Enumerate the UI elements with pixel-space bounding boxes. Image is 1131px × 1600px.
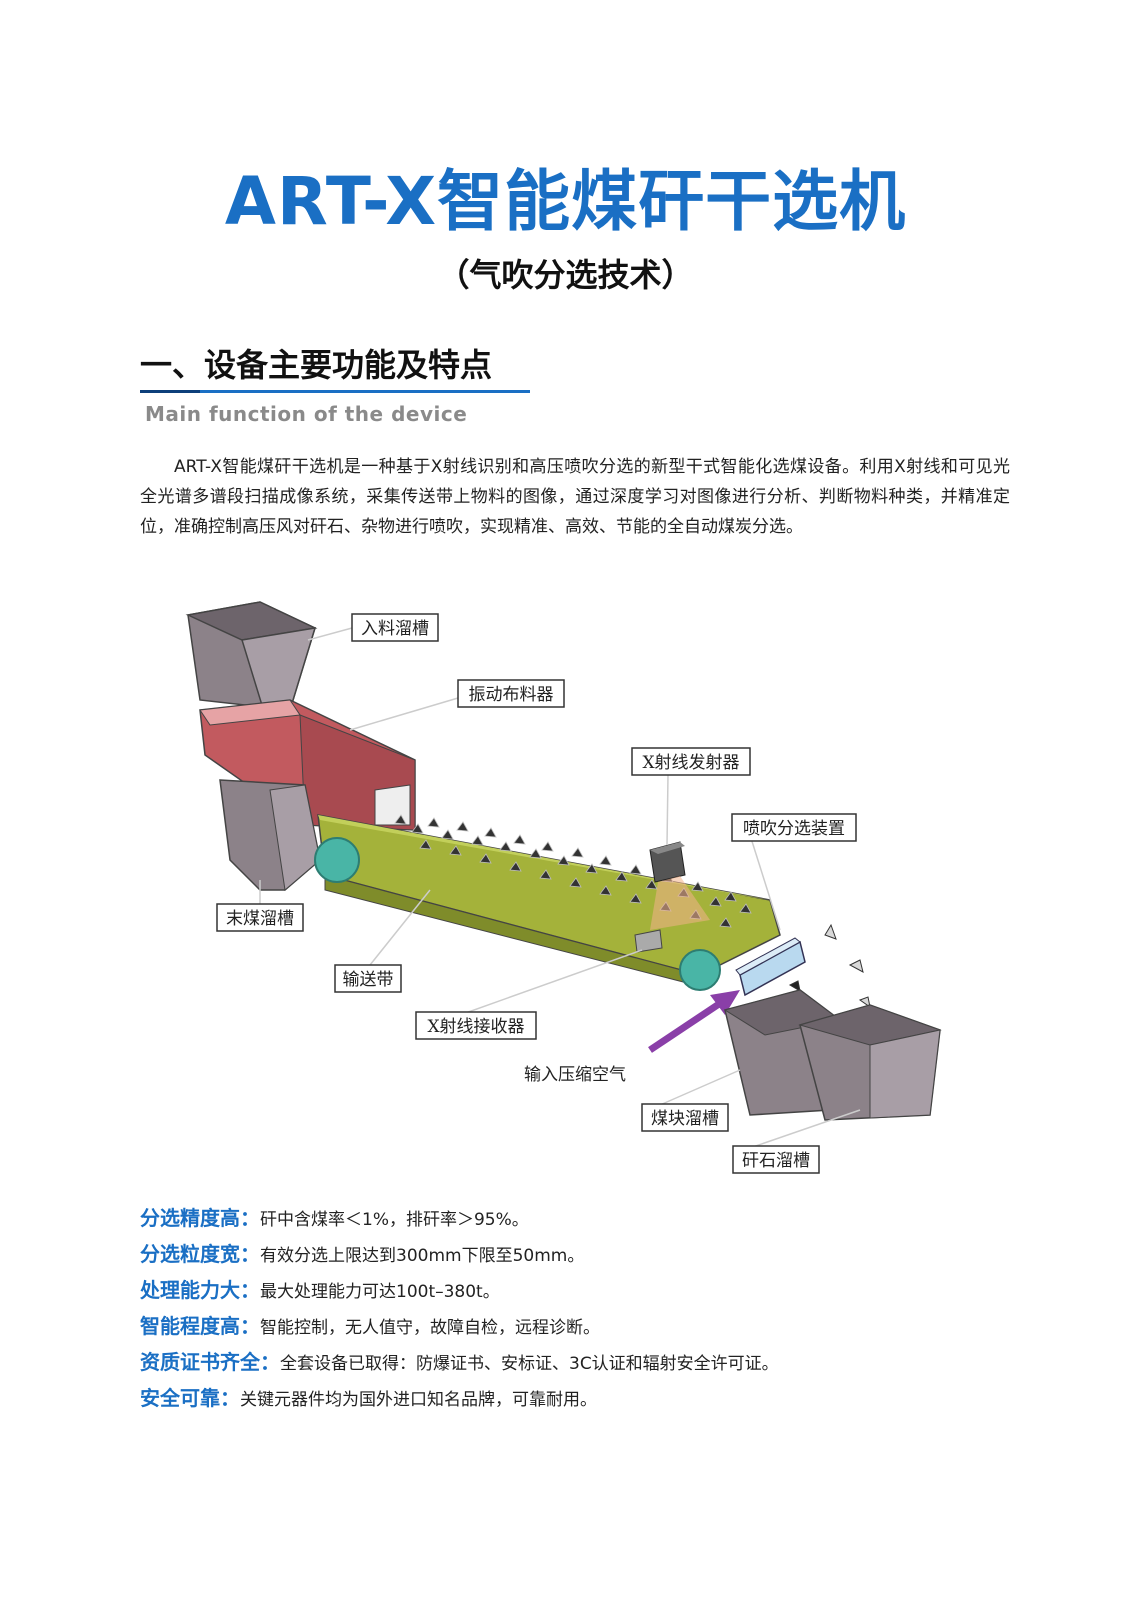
label-vibrating-feeder: 振动布料器 xyxy=(457,679,565,708)
xray-emitter xyxy=(649,841,710,930)
feature-key: 智能程度高： xyxy=(140,1314,260,1338)
svg-text:振动布料器: 振动布料器 xyxy=(469,685,554,705)
feature-value: 有效分选上限达到300mm下限至50mm。 xyxy=(260,1246,585,1266)
svg-text:喷吹分选装置: 喷吹分选装置 xyxy=(743,819,845,839)
feature-value: 矸中含煤率＜1%，排矸率＞95%。 xyxy=(260,1210,529,1230)
feature-item: 资质证书齐全：全套设备已取得：防爆证书、安标证、3C认证和辐射安全许可证。 xyxy=(140,1344,1040,1380)
feed-hopper xyxy=(185,601,318,716)
section-underline-accent xyxy=(140,390,200,393)
feature-item: 分选粒度宽：有效分选上限达到300mm下限至50mm。 xyxy=(140,1236,1040,1272)
feature-value: 智能控制，无人值守，故障自检，远程诊断。 xyxy=(260,1318,600,1338)
svg-text:输入压缩空气: 输入压缩空气 xyxy=(524,1065,626,1085)
svg-text:末煤溜槽: 末煤溜槽 xyxy=(226,909,294,929)
label-compressed-air: 输入压缩空气 xyxy=(524,1065,626,1085)
svg-text:入料溜槽: 入料溜槽 xyxy=(361,619,429,639)
label-xray-receiver: X射线接收器 xyxy=(415,1011,537,1040)
coal-particles xyxy=(394,814,752,928)
blowing-nozzle xyxy=(735,937,806,997)
conveyor-rollers xyxy=(314,837,721,991)
feature-value: 最大处理能力可达100t–380t。 xyxy=(260,1282,500,1302)
page-title: ART-X智能煤矸干选机 xyxy=(224,163,907,240)
svg-text:X射线发射器: X射线发射器 xyxy=(642,753,739,773)
feature-key: 资质证书齐全： xyxy=(140,1350,280,1374)
section-heading-en: Main function of the device xyxy=(145,402,468,426)
air-arrow xyxy=(648,990,740,1053)
page-subtitle: （气吹分选技术） xyxy=(437,256,694,294)
gangue-hopper xyxy=(798,1004,942,1121)
machine-diagram: 入料溜槽 振动布料器 X射线发射器 喷吹分选装置 末煤溜槽 输送带 X射线接收器… xyxy=(185,601,942,1174)
label-coal-chute: 煤块溜槽 xyxy=(641,1103,729,1132)
feature-item: 处理能力大：最大处理能力可达100t–380t。 xyxy=(140,1272,1040,1308)
label-gangue-chute: 矸石溜槽 xyxy=(732,1145,820,1174)
section-underline xyxy=(140,390,530,393)
label-feed-chute: 入料溜槽 xyxy=(351,613,439,642)
svg-text:X射线接收器: X射线接收器 xyxy=(427,1017,524,1037)
vibrating-feeder xyxy=(199,699,416,831)
xray-receiver xyxy=(634,929,663,953)
intro-paragraph: ART-X智能煤矸干选机是一种基于X射线识别和高压喷吹分选的新型干式智能化选煤设… xyxy=(140,457,1010,537)
svg-text:煤块溜槽: 煤块溜槽 xyxy=(651,1109,719,1129)
feature-key: 分选粒度宽： xyxy=(140,1242,260,1266)
feature-list: 分选精度高：矸中含煤率＜1%，排矸率＞95%。 分选粒度宽：有效分选上限达到30… xyxy=(140,1200,1040,1416)
svg-text:输送带: 输送带 xyxy=(343,970,394,990)
feature-item: 智能程度高：智能控制，无人值守，故障自检，远程诊断。 xyxy=(140,1308,1040,1344)
feature-value: 全套设备已取得：防爆证书、安标证、3C认证和辐射安全许可证。 xyxy=(280,1354,779,1374)
label-conveyor: 输送带 xyxy=(334,964,402,993)
label-xray-emitter: X射线发射器 xyxy=(631,747,751,776)
feature-key: 安全可靠： xyxy=(140,1386,240,1410)
feature-value: 关键元器件均为国外进口知名品牌，可靠耐用。 xyxy=(240,1390,597,1410)
label-fines-chute: 末煤溜槽 xyxy=(216,903,304,932)
svg-text:矸石溜槽: 矸石溜槽 xyxy=(742,1151,810,1171)
feature-key: 分选精度高： xyxy=(140,1206,260,1230)
label-blowing-device: 喷吹分选装置 xyxy=(731,813,857,842)
feature-item: 分选精度高：矸中含煤率＜1%，排矸率＞95%。 xyxy=(140,1200,1040,1236)
fines-hopper xyxy=(219,779,321,891)
feature-item: 安全可靠：关键元器件均为国外进口知名品牌，可靠耐用。 xyxy=(140,1380,1040,1416)
feature-key: 处理能力大： xyxy=(140,1278,260,1302)
section-heading: 一、设备主要功能及特点 xyxy=(140,346,493,384)
leader-lines xyxy=(259,627,861,1149)
